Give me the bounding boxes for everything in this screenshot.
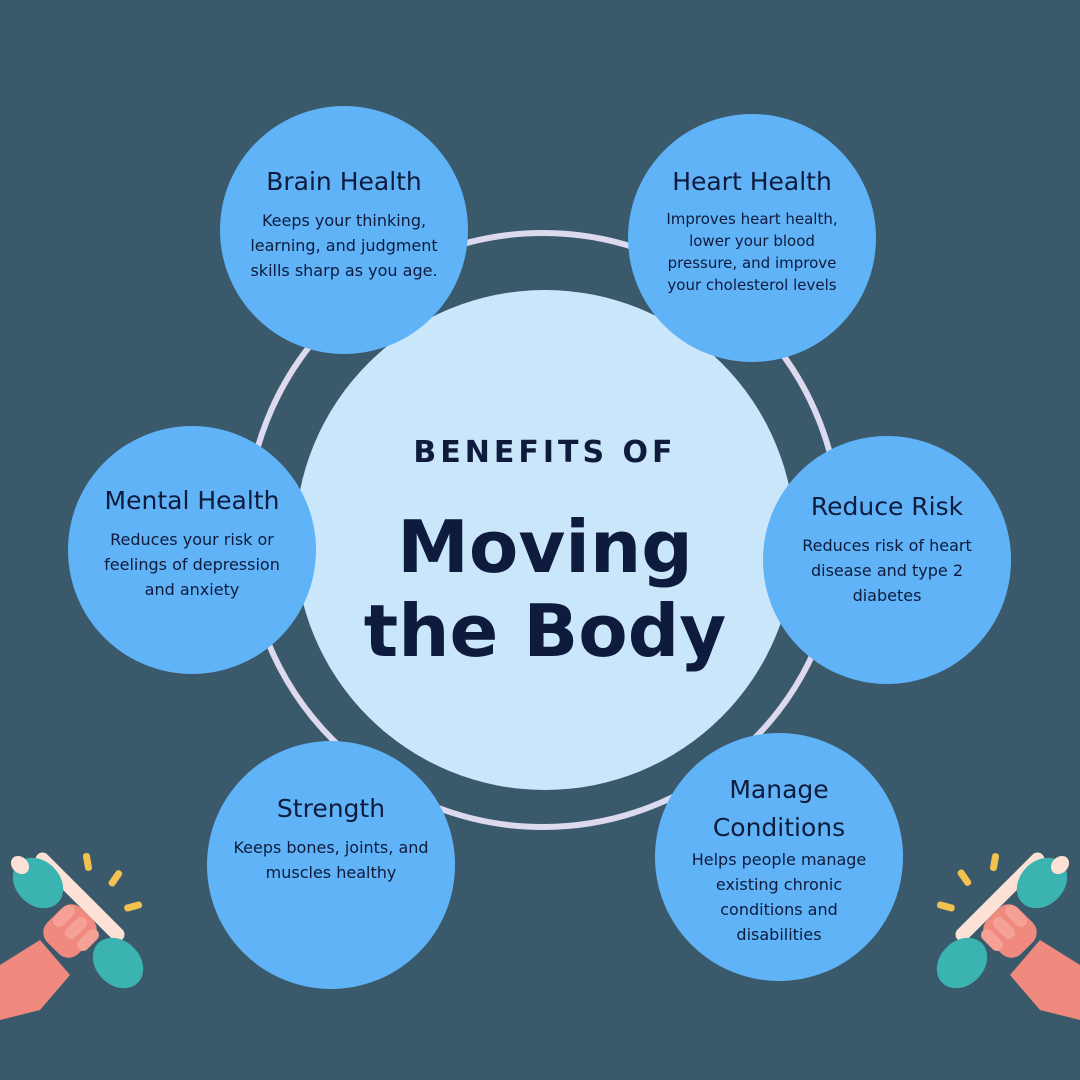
benefit-heart-health: Heart Health Improves heart health, lowe…: [628, 114, 876, 362]
dumbbell-hand-right-icon: [936, 852, 1080, 1020]
benefit-manage-conditions: Manage Conditions Helps people manage ex…: [655, 733, 903, 981]
main-title-line2: the Body: [363, 589, 727, 673]
benefit-brain-health: Brain Health Keeps your thinking, learni…: [220, 106, 468, 354]
main-title: Moving the Body: [295, 505, 795, 673]
benefit-strength: Strength Keeps bones, joints, and muscle…: [207, 741, 455, 989]
benefit-description: Reduces risk of heart disease and type 2…: [802, 536, 972, 605]
benefit-description: Keeps bones, joints, and muscles healthy: [233, 838, 429, 882]
dumbbell-hand-left-icon: [0, 852, 144, 1020]
benefit-title: Manage Conditions: [712, 775, 846, 842]
benefit-title: Heart Health: [672, 167, 832, 196]
main-title-line1: Moving: [397, 505, 693, 589]
eyebrow-text: BENEFITS OF: [413, 435, 677, 470]
benefit-title: Mental Health: [104, 486, 280, 515]
benefit-title: Brain Health: [266, 167, 422, 196]
center-circle: BENEFITS OF Moving the Body: [295, 290, 795, 790]
benefit-description: Improves heart health, lower your blood …: [666, 210, 838, 294]
benefit-description: Helps people manage existing chronic con…: [691, 850, 867, 944]
benefit-description: Keeps your thinking, learning, and judgm…: [250, 211, 438, 280]
benefit-mental-health: Mental Health Reduces your risk or feeli…: [68, 426, 316, 674]
benefit-title: Reduce Risk: [810, 492, 964, 521]
benefit-description: Reduces your risk or feelings of depress…: [104, 530, 280, 599]
benefit-reduce-risk: Reduce Risk Reduces risk of heart diseas…: [763, 436, 1011, 684]
benefit-title: Strength: [276, 794, 386, 823]
